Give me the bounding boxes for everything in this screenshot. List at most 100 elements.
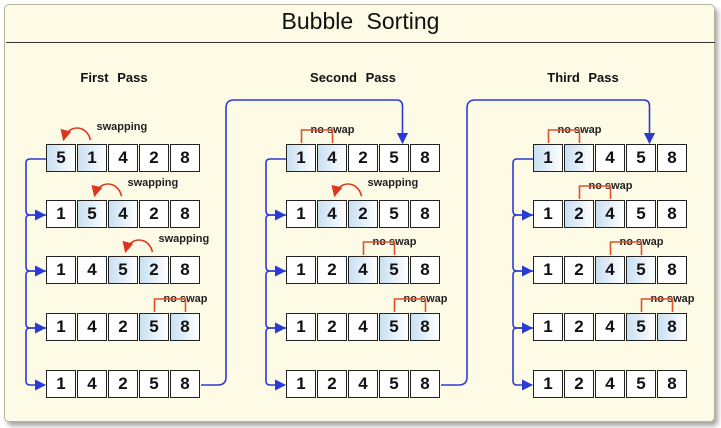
- flow-arrow: [25, 158, 47, 221]
- array-cell: 8: [170, 256, 200, 284]
- no-swap-bracket: [393, 298, 427, 312]
- flow-arrow: [265, 270, 287, 334]
- swapping-label: swapping: [367, 177, 419, 189]
- array-cell: 4: [77, 256, 107, 284]
- array-cell: 2: [108, 370, 138, 398]
- array-cell: 5: [626, 313, 656, 341]
- array-cell: 8: [657, 200, 687, 228]
- array-cell: 2: [564, 200, 594, 228]
- array-cell: 8: [170, 370, 200, 398]
- array-cell: 4: [77, 313, 107, 341]
- array-cell: 5: [77, 200, 107, 228]
- array-cell: 8: [657, 313, 687, 341]
- array-cell: 1: [533, 313, 563, 341]
- array-cell: 5: [626, 370, 656, 398]
- array-cell: 5: [379, 256, 409, 284]
- array-cell: 1: [533, 370, 563, 398]
- array-cell: 4: [595, 256, 625, 284]
- array-cell: 8: [170, 200, 200, 228]
- no-swap-bracket: [640, 298, 674, 312]
- array-cell: 5: [626, 144, 656, 172]
- array-cell: 5: [626, 256, 656, 284]
- array-cell: 5: [626, 200, 656, 228]
- array-cell: 2: [139, 256, 169, 284]
- no-swap-bracket: [300, 129, 334, 143]
- array-cell: 1: [286, 256, 316, 284]
- swap-arrow: [60, 127, 92, 142]
- array-cell: 2: [564, 370, 594, 398]
- array-cell: 8: [657, 256, 687, 284]
- array-cell: 2: [564, 144, 594, 172]
- array-cell: 4: [595, 370, 625, 398]
- array-cell: 4: [595, 200, 625, 228]
- pass-label-third: Third Pass: [547, 70, 619, 85]
- array-cell: 5: [46, 144, 76, 172]
- array-cell: 1: [286, 200, 316, 228]
- array-cell: 4: [595, 144, 625, 172]
- array-cell: 2: [139, 200, 169, 228]
- flow-arrow: [25, 214, 47, 277]
- array-cell: 1: [533, 256, 563, 284]
- array-cell: 5: [139, 370, 169, 398]
- array-cell: 8: [410, 200, 440, 228]
- pass-transition-arrow: [201, 99, 409, 386]
- flow-arrow: [512, 214, 534, 277]
- array-cell: 2: [564, 256, 594, 284]
- array-cell: 5: [379, 370, 409, 398]
- array-cell: 1: [286, 370, 316, 398]
- array-cell: 4: [77, 370, 107, 398]
- swapping-label: swapping: [127, 177, 179, 189]
- array-cell: 4: [317, 200, 347, 228]
- array-cell: 5: [139, 313, 169, 341]
- array-cell: 5: [379, 313, 409, 341]
- pass-label-second: Second Pass: [310, 70, 396, 85]
- no-swap-bracket: [153, 298, 187, 312]
- array-cell: 8: [410, 313, 440, 341]
- swap-arrow: [122, 239, 154, 254]
- array-cell: 1: [46, 200, 76, 228]
- array-cell: 2: [317, 370, 347, 398]
- array-cell: 4: [108, 200, 138, 228]
- array-cell: 4: [348, 256, 378, 284]
- array-cell: 8: [657, 144, 687, 172]
- array-cell: 5: [379, 200, 409, 228]
- no-swap-bracket: [578, 185, 612, 199]
- array-cell: 8: [657, 370, 687, 398]
- array-cell: 1: [286, 144, 316, 172]
- flow-arrow: [25, 327, 47, 391]
- flow-arrow: [265, 214, 287, 277]
- swap-arrow: [91, 183, 123, 198]
- array-cell: 5: [108, 256, 138, 284]
- flow-arrow: [265, 327, 287, 391]
- array-cell: 8: [410, 256, 440, 284]
- flow-arrow: [265, 158, 287, 221]
- array-cell: 8: [170, 313, 200, 341]
- array-cell: 4: [348, 313, 378, 341]
- array-cell: 2: [317, 313, 347, 341]
- array-cell: 8: [410, 144, 440, 172]
- array-cell: 2: [108, 313, 138, 341]
- array-cell: 4: [348, 370, 378, 398]
- array-cell: 1: [46, 256, 76, 284]
- array-cell: 2: [139, 144, 169, 172]
- no-swap-bracket: [609, 241, 643, 255]
- array-cell: 2: [564, 313, 594, 341]
- flow-arrow: [512, 270, 534, 334]
- pass-label-first: First Pass: [80, 70, 148, 85]
- array-cell: 1: [77, 144, 107, 172]
- flow-arrow: [25, 270, 47, 334]
- array-cell: 2: [348, 144, 378, 172]
- diagram-title: Bubble Sorting: [281, 8, 440, 34]
- array-cell: 1: [533, 200, 563, 228]
- flow-arrow: [512, 327, 534, 391]
- array-cell: 1: [46, 370, 76, 398]
- swapping-label: swapping: [158, 233, 210, 245]
- array-cell: 2: [348, 200, 378, 228]
- array-cell: 1: [533, 144, 563, 172]
- array-cell: 8: [170, 144, 200, 172]
- flow-arrow: [512, 158, 534, 221]
- swapping-label: swapping: [96, 121, 148, 133]
- array-cell: 4: [108, 144, 138, 172]
- no-swap-bracket: [362, 241, 396, 255]
